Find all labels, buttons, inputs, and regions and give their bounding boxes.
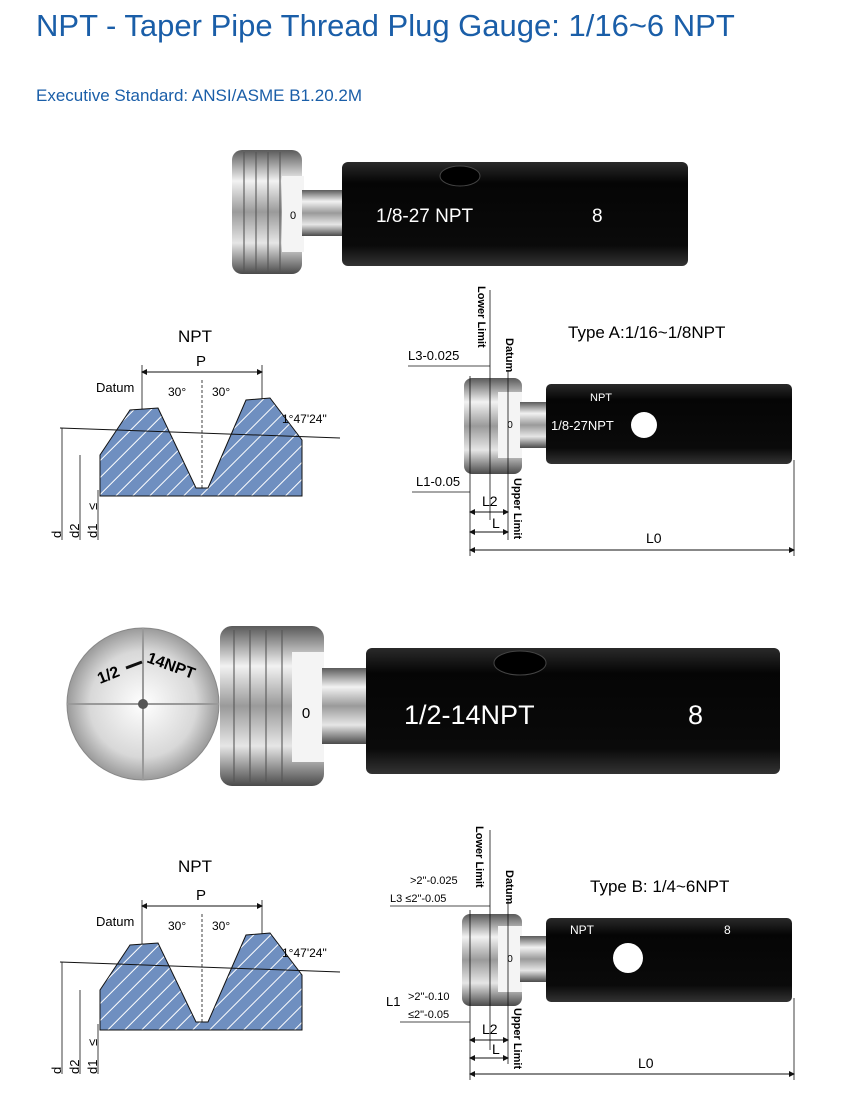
type-b-datum: Datum	[503, 870, 515, 904]
type-b-l1: L1	[386, 994, 400, 1009]
type-b-l: L	[492, 1041, 500, 1057]
handle-size-text: 1/8-27 NPT	[376, 206, 474, 227]
type-a-upper-limit: Upper Limit	[511, 478, 523, 539]
profile2-dim-le: ≤	[85, 1039, 100, 1046]
type-a-l3: L3-0.025	[408, 348, 459, 363]
plug-gauge-middle: 1/2 14NPT 0 1/2-14NPT 8	[66, 626, 780, 786]
profile2-angle-right: 30°	[212, 919, 230, 933]
type-a-body-text: 1/8-27NPT	[551, 418, 614, 433]
type-b-lower-limit: Lower Limit	[473, 826, 485, 888]
dim-d2: d2	[67, 524, 82, 538]
profile2-dim-d2: d2	[67, 1060, 82, 1074]
type-a-face-mark: 0	[507, 420, 513, 431]
type-b-l1-lower: ≤2"-0.05	[408, 1009, 449, 1021]
type-a-drawing: Type A:1/16~1/8NPT Lower Limit Datum L3-…	[408, 286, 795, 556]
type-a-datum: Datum	[503, 338, 515, 372]
angle-right: 30°	[212, 385, 230, 399]
type-b-l3-lower: L3 ≤2"-0.05	[390, 893, 446, 905]
type-b-hole	[613, 943, 643, 973]
mid-gauge-handle	[366, 648, 780, 774]
type-b-title: Type B: 1/4~6NPT	[590, 877, 729, 896]
pitch-label: P	[196, 353, 206, 370]
gauge-face	[282, 176, 304, 252]
gauge-handle	[342, 162, 688, 266]
type-a-title: Type A:1/16~1/8NPT	[568, 323, 725, 342]
executive-standard: Executive Standard: ANSI/ASME B1.20.2M	[36, 86, 362, 105]
gauge-face-mark: 0	[290, 210, 296, 222]
type-b-upper-limit: Upper Limit	[511, 1008, 523, 1069]
type-a-l2: L2	[482, 493, 498, 509]
type-b-body-number: 8	[724, 923, 731, 937]
type-a-lower-limit: Lower Limit	[475, 286, 487, 348]
type-b-drawing: Type B: 1/4~6NPT Lower Limit Datum >2"-0…	[386, 826, 795, 1080]
plug-gauge-top: 0 1/8-27 NPT 8	[232, 150, 688, 274]
thread2-section-hatch	[99, 932, 303, 1031]
mid-face-mark: 0	[302, 705, 310, 722]
handle-hole	[439, 165, 481, 187]
type-a-handle	[546, 384, 792, 464]
type-a-l0: L0	[646, 530, 662, 546]
gauge-neck	[302, 190, 346, 236]
profile2-heading: NPT	[178, 857, 212, 876]
profile2-datum: Datum	[96, 914, 134, 929]
dim-d: d	[49, 531, 64, 538]
profile2-dim-d1: d1	[85, 1060, 100, 1074]
profile-heading: NPT	[178, 327, 212, 346]
profile2-taper: 1°47'24"	[282, 946, 327, 960]
page-title: NPT - Taper Pipe Thread Plug Gauge: 1/16…	[36, 8, 735, 43]
type-b-l2: L2	[482, 1021, 498, 1037]
mid-handle-number: 8	[688, 700, 703, 730]
type-b-face-mark: 0	[507, 954, 513, 965]
mid-gauge-face	[292, 652, 324, 762]
thread-profile-2: NPT P Datum 30° 30° 1°47'24" d d2 d1 ≤	[49, 857, 341, 1074]
type-a-l1: L1-0.05	[416, 474, 460, 489]
profile2-pitch: P	[196, 887, 206, 904]
handle-number: 8	[592, 206, 603, 227]
type-a-body-npt: NPT	[590, 392, 612, 404]
type-a-l: L	[492, 515, 500, 531]
type-b-handle	[546, 918, 792, 1002]
mid-handle-hole	[493, 650, 547, 676]
type-b-l3-upper: >2"-0.025	[410, 875, 458, 887]
profile2-angle-left: 30°	[168, 919, 186, 933]
datum-label: Datum	[96, 380, 134, 395]
thread-profile-1: NPT P Datum 30° 30° 1°47'24" d d2 d1 ≤	[49, 327, 341, 540]
type-a-hole	[631, 412, 657, 438]
mid-handle-size-text: 1/2-14NPT	[404, 700, 535, 730]
type-b-l1-upper: >2"-0.10	[408, 991, 450, 1003]
type-b-body-npt: NPT	[570, 923, 595, 937]
thread-section-hatch	[99, 397, 303, 497]
dim-d1: d1	[85, 524, 100, 538]
dim-le: ≤	[85, 503, 100, 510]
profile2-dim-d: d	[49, 1067, 64, 1074]
taper-angle: 1°47'24"	[282, 412, 327, 426]
type-b-l0: L0	[638, 1055, 654, 1071]
angle-left: 30°	[168, 385, 186, 399]
